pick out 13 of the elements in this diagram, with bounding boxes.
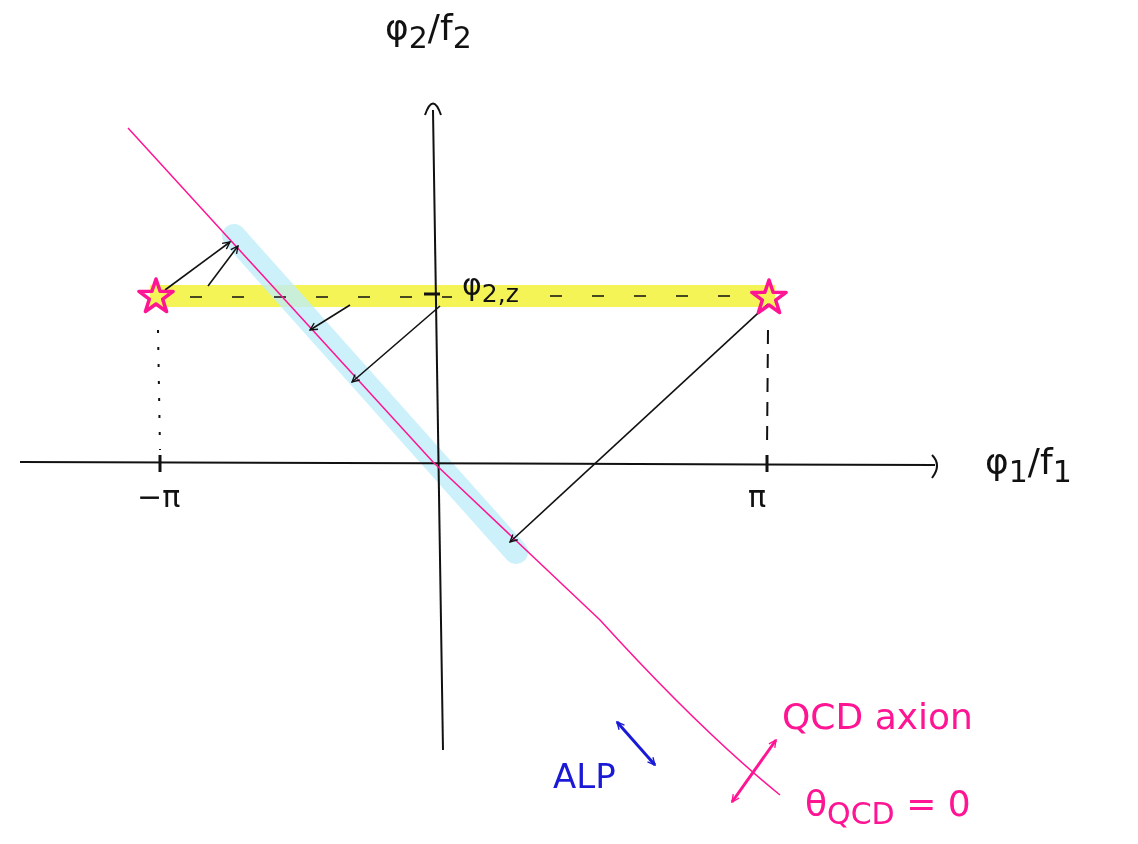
- annotation-text: QCD axion: [782, 697, 973, 737]
- arrow: [164, 241, 231, 291]
- annotation-text: θ$_{QCD}$ = 0: [805, 784, 971, 831]
- arrow: [207, 245, 239, 287]
- axis-label: φ$_{2}$/f$_{2}$: [385, 8, 472, 55]
- arrow: [351, 305, 441, 383]
- arrow: [509, 303, 769, 543]
- tick-label: π: [748, 480, 767, 513]
- highlight-band: [222, 224, 528, 564]
- tick-label: −π: [137, 480, 181, 513]
- axis-label: φ$_{1}$/f$_{1}$: [985, 442, 1072, 489]
- annotation-text: ALP: [553, 758, 616, 796]
- arrow: [309, 304, 351, 331]
